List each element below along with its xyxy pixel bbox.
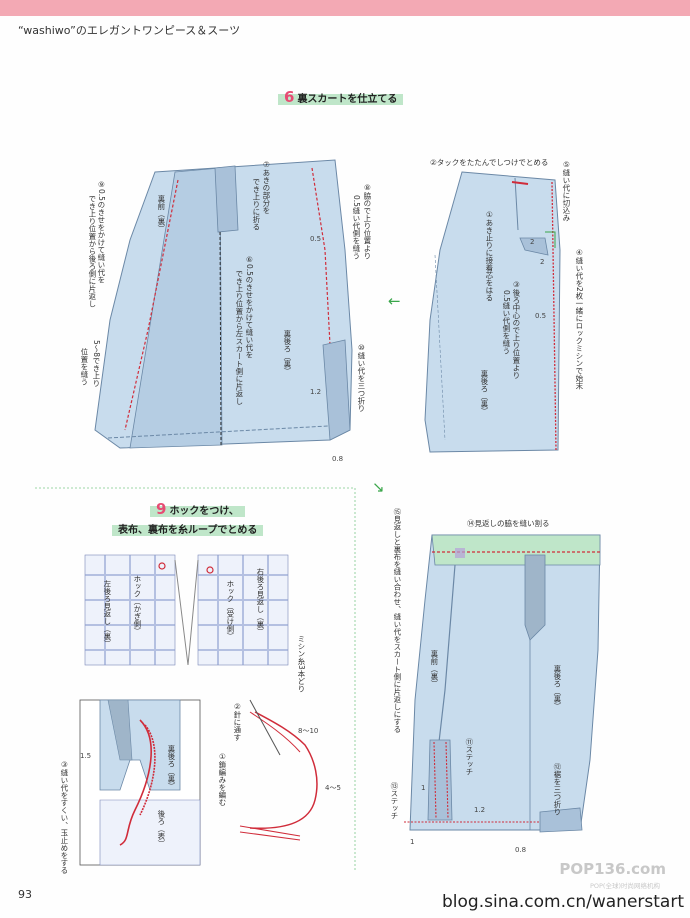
- back-outer-inset-label: 後ろ（表）: [156, 810, 166, 848]
- step-13-note: ⑬ステッチ: [389, 782, 399, 820]
- section-6-title-text: 裏スカートを仕立てる: [297, 94, 398, 105]
- thread-note: ミシン糸3本どり: [296, 635, 306, 693]
- back-lining-right-label: 裏後ろ（裏）: [479, 370, 489, 415]
- step-12-note: ⑫裾を三つ折り: [552, 763, 562, 816]
- measure-4-5: 4〜5: [325, 784, 341, 792]
- plaid-fabric-panels: [84, 554, 289, 666]
- arrow-left-icon: ←: [388, 292, 401, 310]
- measure-0-8: 0.8: [332, 455, 344, 463]
- step-6-note-b: でき上り位置から左スカート側に片返し: [234, 270, 244, 405]
- watermark-logo: POP136.com: [559, 860, 666, 878]
- section-9-number: 9: [156, 500, 167, 518]
- side-note-b: 位置を縫う: [79, 348, 89, 386]
- skirt-lining-assembled: [94, 159, 353, 449]
- left-back-facing-label: 左後ろ見返し（裏）: [102, 580, 112, 648]
- step-9-note: ⑨0.5のきせをかけて縫い代を: [96, 180, 106, 284]
- thread-loop-inset: [79, 699, 201, 866]
- top-color-bar: [0, 0, 690, 16]
- step-6-note: ⑥0.5のきせをかけて縫い代を: [244, 255, 254, 359]
- step-9-1-note: ①鎖編みを編む: [217, 752, 227, 806]
- skirt-lining-back-piece: [424, 171, 561, 453]
- measure-8-10: 8〜10: [298, 727, 319, 735]
- step-9-2-note: ②針に通す: [232, 702, 242, 741]
- measure-1-5: 1.5: [80, 752, 92, 760]
- section-9-title-line1: ホックをつけ、: [169, 506, 239, 517]
- step-11-note: ⑪ステッチ: [464, 738, 474, 776]
- step-3-note-b: 0.5縫い代側を縫う: [501, 290, 511, 355]
- measure-0-8-br: 0.8: [515, 846, 527, 854]
- front-lining-br-label: 裏前（裏）: [429, 650, 439, 688]
- step-14-note: ⑭見返しの脇を縫い割る: [467, 519, 550, 528]
- step-8-note: ⑧脇ので上り位置より: [362, 183, 372, 260]
- step-9-3-note: ③縫い代をすくい、玉止めをする: [59, 760, 69, 874]
- hook-left-label: ホック（かぎ側）: [132, 575, 142, 635]
- step-4-note: ④縫い代を2枚一緒にロックミシンで始末: [574, 248, 584, 390]
- watermark-sub: POP(全球)时尚网络机构: [589, 882, 660, 890]
- right-back-facing-label: 右後ろ見返し（裏）: [255, 568, 265, 636]
- section-6-number: 6: [284, 88, 295, 106]
- measure-2a: 2: [530, 238, 535, 246]
- step-3-note: ③後ろ中心ので上り位置より: [511, 280, 521, 379]
- step-9-note-b: でき上り位置から後ろ側に片返し: [87, 195, 97, 308]
- footer-url: blog.sina.com.cn/wanerstart: [442, 892, 684, 912]
- step-2-note: ②タックをたたんでしつけでとめる: [430, 158, 549, 167]
- step-1-note: ①あき止りに接着芯をはる: [484, 210, 494, 302]
- measure-2b: 2: [540, 258, 545, 266]
- step-8-note-b: 0.5縫い代側を縫う: [351, 195, 361, 260]
- back-lining-br-label: 裏後ろ（裏）: [552, 665, 562, 710]
- page-number: 93: [18, 888, 32, 901]
- side-note-a: 5〜8でき上り: [91, 340, 101, 388]
- step-7-note: ⑦あきの部分を: [261, 160, 271, 214]
- back-lining-inset-label: 裏後ろ（裏）: [166, 745, 176, 790]
- chain-stitch-drawing: [239, 699, 318, 841]
- page-header-title: “washiwo”のエレガントワンピース＆スーツ: [18, 24, 241, 37]
- front-lining-label: 裏前（裏）: [156, 195, 166, 233]
- measure-1-br-b: 1: [410, 838, 415, 846]
- arrow-down-right-icon: ↘: [372, 478, 385, 496]
- measure-1-br: 1: [421, 784, 426, 792]
- step-5-note: ⑤縫い代に切込み: [561, 160, 571, 222]
- step-10-note: ⑩縫い代を三つ折り: [356, 343, 366, 412]
- step-7-note-b: でき上りに折る: [251, 178, 261, 231]
- hook-right-label: ホック（受け側）: [225, 580, 235, 640]
- measure-0-5-right: 0.5: [535, 312, 547, 320]
- measure-1-2-br: 1.2: [474, 806, 486, 814]
- skirt-bottom-finished: [404, 534, 601, 833]
- measure-1-2: 1.2: [310, 388, 322, 396]
- measure-0-5: 0.5: [310, 235, 322, 243]
- section-9-subtitle: 表布、裏布を糸ループでとめる: [112, 521, 264, 536]
- section-9-title-line2: 表布、裏布を糸ループでとめる: [112, 525, 264, 536]
- back-lining-label: 裏後ろ（裏）: [282, 330, 292, 375]
- step-15-note: ⑮見返しと裏布を縫い合わせ、縫い代をスカート側に片返しにする: [392, 508, 402, 733]
